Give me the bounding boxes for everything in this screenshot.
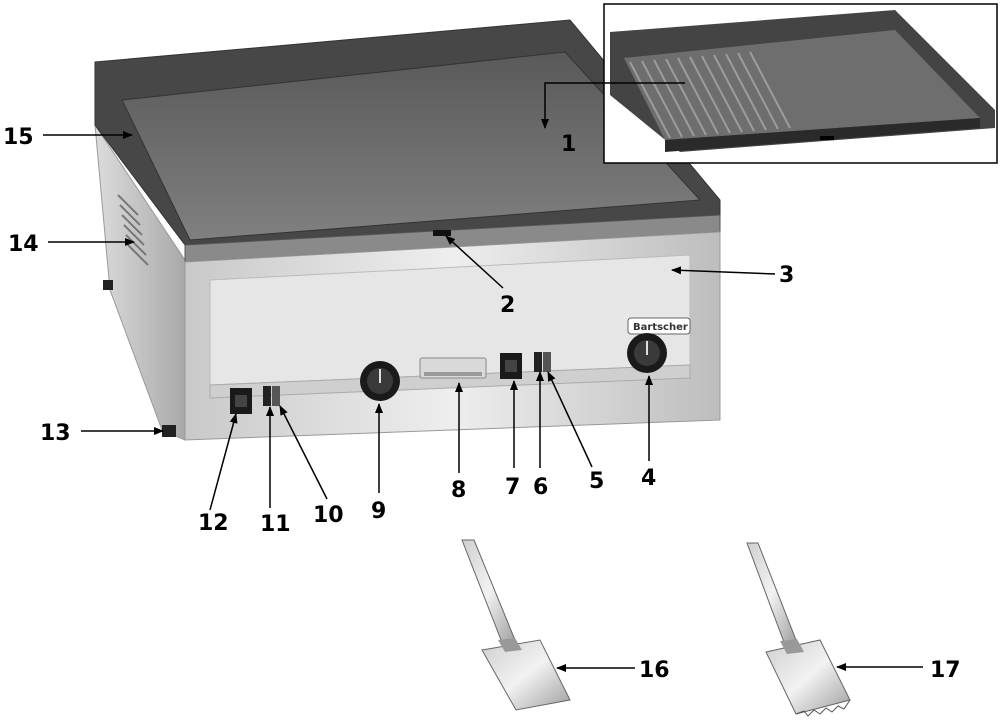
callout-17: 17 xyxy=(930,658,961,683)
inset-grill-ribs xyxy=(629,51,791,139)
callout-11: 11 xyxy=(260,512,291,537)
callout-1: 1 xyxy=(561,132,576,157)
callout-15: 15 xyxy=(3,125,34,150)
spatula-serrated xyxy=(746,542,851,717)
inset-ribbed-plate xyxy=(603,3,998,164)
fat-drain-opening xyxy=(433,230,451,236)
thermostat-knob-left xyxy=(360,361,400,401)
foot-back xyxy=(103,280,113,290)
leader-3 xyxy=(671,266,776,275)
spatula-smooth xyxy=(461,539,571,711)
callout-9: 9 xyxy=(371,499,386,524)
indicator-lamp-left-b xyxy=(272,386,280,406)
indicator-lamp-right-b xyxy=(543,352,551,372)
callout-6: 6 xyxy=(533,475,548,500)
cooking-plate xyxy=(121,51,702,241)
leader-5 xyxy=(547,371,593,468)
brand-logo: Bartscher xyxy=(627,317,691,335)
callout-2: 2 xyxy=(500,293,515,318)
callout-13: 13 xyxy=(40,421,71,446)
callout-7: 7 xyxy=(505,475,520,500)
thermostat-knob-right xyxy=(627,333,667,373)
indicator-lamp-right-a xyxy=(534,352,542,372)
indicator-lamp-left-a xyxy=(263,386,271,406)
callout-8: 8 xyxy=(451,478,466,503)
callout-10: 10 xyxy=(313,503,344,528)
bottom-rail xyxy=(209,364,691,399)
callout-16: 16 xyxy=(639,658,670,683)
brand-logo-text: Bartscher xyxy=(633,322,688,333)
leader-1 xyxy=(541,82,685,129)
callout-3: 3 xyxy=(779,263,794,288)
foot-left xyxy=(162,425,176,437)
callout-14: 14 xyxy=(8,232,39,257)
callout-4: 4 xyxy=(641,466,656,491)
leader-2 xyxy=(445,235,504,289)
leader-12 xyxy=(209,413,238,511)
callout-lines xyxy=(43,82,923,672)
callout-labels: 1 2 3 4 5 6 7 8 9 10 11 12 13 14 15 16 1… xyxy=(3,125,961,683)
callout-12: 12 xyxy=(198,511,229,536)
callout-5: 5 xyxy=(589,469,604,494)
leader-10 xyxy=(279,405,328,500)
